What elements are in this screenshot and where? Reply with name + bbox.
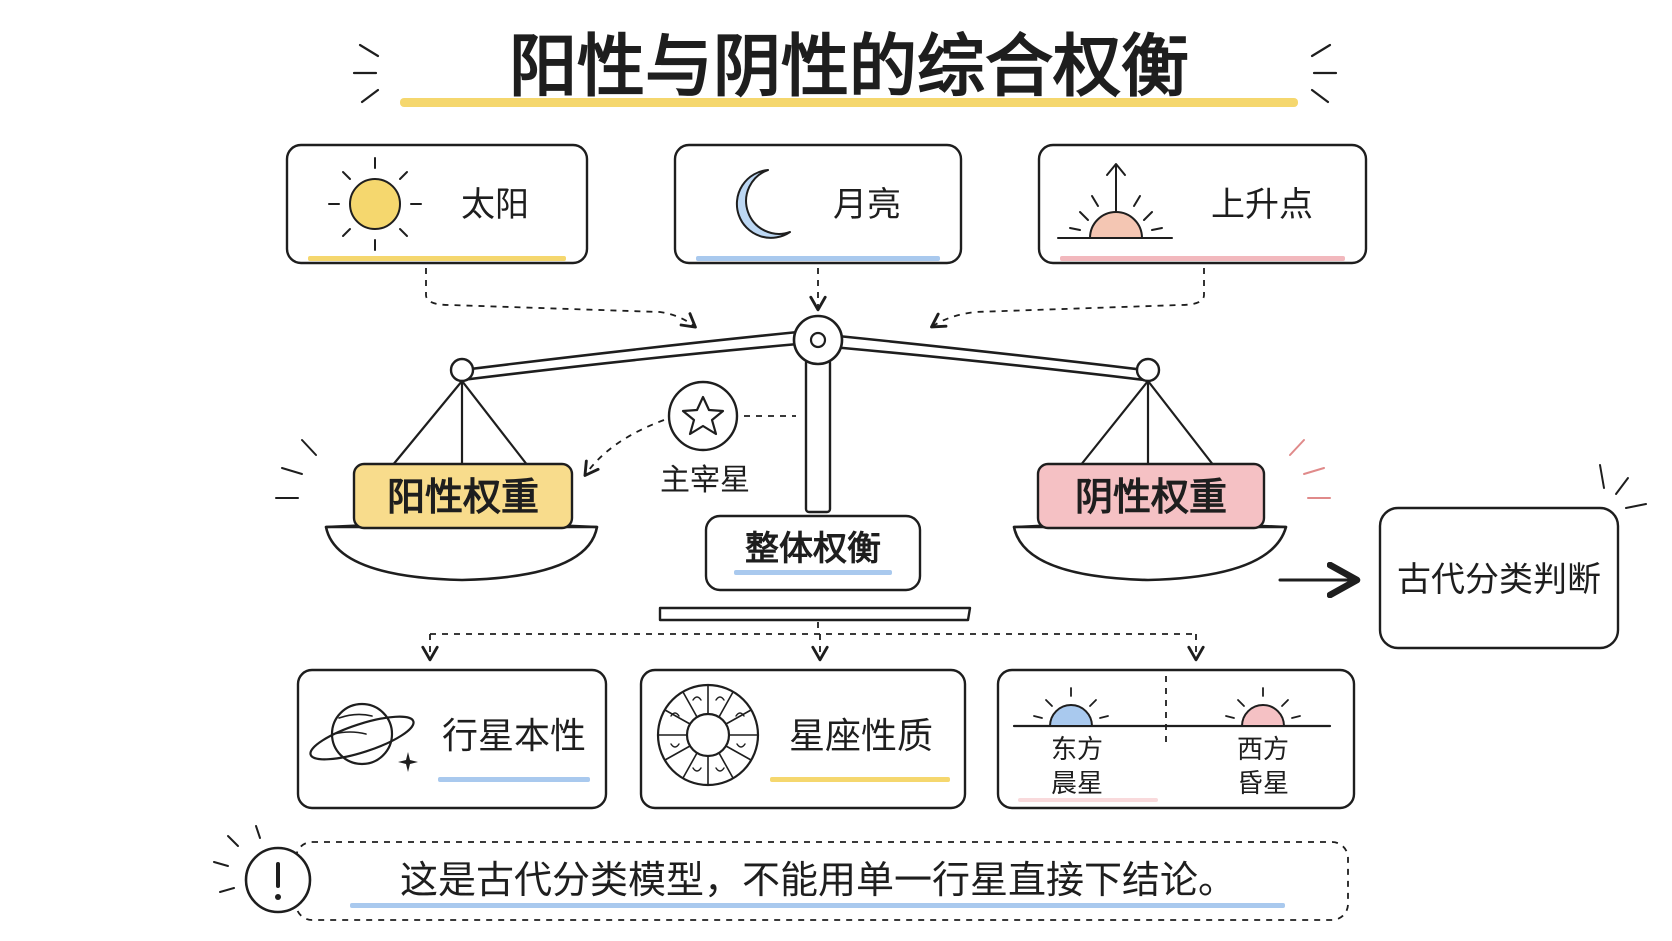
- factor-box-phase: 东方 晨星 西方 昏星: [996, 668, 1356, 810]
- factor-label-planet: 行星本性: [442, 716, 586, 757]
- planet-icon: [309, 702, 418, 772]
- setting-sun-icon: [1225, 687, 1301, 727]
- title-spark-right-icon: [1310, 43, 1338, 104]
- phase-east-star: 晨星: [1051, 769, 1103, 799]
- result-box: 古代分类判断: [1378, 506, 1620, 650]
- zodiac-wheel-icon: [656, 683, 760, 787]
- yin-spark-icon: [1289, 439, 1331, 499]
- factor-label-sun: 太阳: [461, 185, 529, 225]
- factor-box-sun: 太阳: [285, 143, 589, 265]
- yang-weight-block: 阳性权重: [352, 462, 574, 530]
- page-title: 阳性与阴性的综合权衡: [509, 28, 1189, 107]
- factor-label-ascendant: 上升点: [1211, 185, 1313, 225]
- phase-west-star: 昏星: [1237, 769, 1289, 799]
- title-underline: [400, 98, 1298, 107]
- result-label: 古代分类判断: [1397, 560, 1601, 600]
- bottom-connectors: [421, 622, 1205, 662]
- yang-weight-label: 阳性权重: [387, 475, 539, 519]
- factor-box-planet: 行星本性: [296, 668, 608, 810]
- ascendant-icon: [1057, 163, 1173, 239]
- yin-weight-label: 阴性权重: [1075, 475, 1227, 519]
- ruler-star-group: 主宰星: [583, 380, 796, 498]
- moon-icon: [735, 169, 791, 239]
- factor-box-zodiac: 星座性质: [639, 668, 967, 810]
- phase-east-direction: 东方: [1051, 735, 1103, 765]
- title-spark-left-icon: [352, 43, 380, 104]
- result-spark-icon: [1599, 464, 1647, 509]
- title-group: 阳性与阴性的综合权衡: [352, 28, 1338, 107]
- overall-balance-label: 整体权衡: [745, 529, 881, 569]
- note-text: 这是古代分类模型，不能用单一行星直接下结论。: [400, 858, 1236, 902]
- yin-weight-block: 阴性权重: [1036, 462, 1266, 530]
- factor-box-moon: 月亮: [673, 143, 963, 265]
- factor-box-ascendant: 上升点: [1037, 143, 1368, 265]
- warning-exclamation-icon: [213, 825, 312, 914]
- factor-label-zodiac: 星座性质: [789, 716, 933, 757]
- rising-sun-icon: [1033, 687, 1109, 727]
- ruler-label: 主宰星: [660, 463, 750, 498]
- overall-balance-block: 整体权衡: [704, 514, 922, 592]
- factor-label-moon: 月亮: [833, 185, 901, 225]
- warning-note: 这是古代分类模型，不能用单一行星直接下结论。: [213, 825, 1349, 921]
- top-connectors: [425, 268, 1205, 329]
- yang-spark-icon: [275, 439, 317, 499]
- sun-icon: [328, 157, 422, 251]
- balance-scale-icon: [324, 314, 1288, 622]
- phase-west-direction: 西方: [1237, 735, 1289, 765]
- star-icon: [681, 395, 725, 436]
